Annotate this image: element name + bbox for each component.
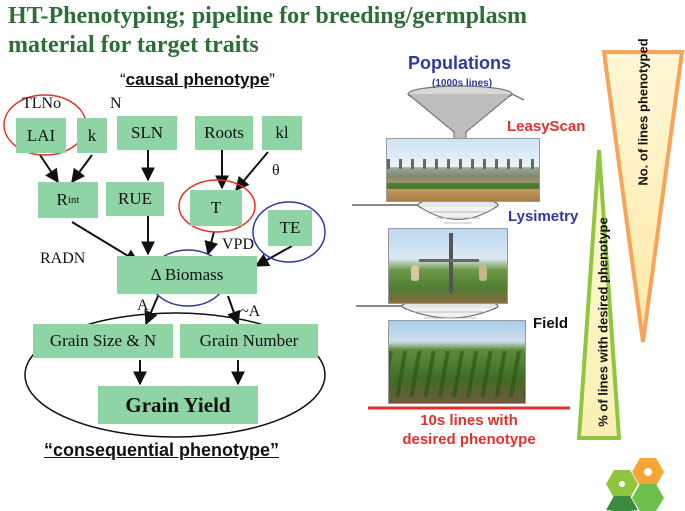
triangle-lines-label: No. of lines phenotyped <box>635 38 651 186</box>
field-photo <box>388 320 526 404</box>
triangle-percent-desired <box>576 149 622 440</box>
label-tilde-a: ~A <box>240 303 261 320</box>
box-lai: LAI <box>16 118 66 153</box>
label-radn: RADN <box>40 250 86 267</box>
triangle-percent-label: % of lines with desired phenotype <box>595 217 611 427</box>
arrow-biomass-grainsize <box>144 295 159 326</box>
label-n: N <box>110 95 122 112</box>
grain-ellipse <box>24 312 326 438</box>
causal-phenotype-text: causal phenotype <box>125 70 270 89</box>
result-label: 10s lines with desired phenotype <box>402 412 536 448</box>
title-line-2: material for target traits <box>8 32 259 58</box>
arrow-kl-t <box>235 151 269 192</box>
lysimetry-photo <box>388 228 508 304</box>
arrow-te-biomass <box>254 245 293 267</box>
label-a: A <box>137 297 149 314</box>
lysimetry-label: Lysimetry <box>508 208 579 225</box>
blue-circle-te <box>252 201 326 263</box>
box-grain-yield: Grain Yield <box>98 386 258 424</box>
box-k: k <box>77 118 107 153</box>
institute-logo <box>606 458 664 511</box>
leasyscan-photo <box>386 138 540 202</box>
box-t: T <box>190 190 242 226</box>
arrow-lai-rint <box>39 154 59 184</box>
box-roots: Roots <box>195 116 253 150</box>
box-biomass: Δ Biomass <box>117 256 257 294</box>
populations-label: Populations <box>408 53 511 73</box>
populations-sub-label: (1000s lines) <box>432 78 493 89</box>
arrow-t-biomass <box>204 231 219 256</box>
arrow-biomass-grainnumber <box>227 295 241 326</box>
label-theta: θ <box>272 162 280 179</box>
triangle-lines-phenotyped <box>601 50 685 343</box>
title-line-1: HT-Phenotyping; pipeline for breeding/ge… <box>8 3 527 29</box>
box-sln: SLN <box>117 116 177 150</box>
box-kl: kl <box>262 116 302 150</box>
page-title: HT-Phenotyping; pipeline for breeding/ge… <box>8 2 608 60</box>
funnel-icon <box>407 85 525 151</box>
field-label: Field <box>533 315 569 332</box>
consequential-phenotype-heading: “consequential phenotype” <box>44 440 280 460</box>
label-tlno: TLNo <box>22 95 62 112</box>
box-grain-number: Grain Number <box>180 324 318 358</box>
box-te: TE <box>268 210 312 246</box>
causal-phenotype-heading: “causal phenotype” <box>120 70 275 89</box>
arrow-k-rint <box>71 154 93 184</box>
red-circle-t <box>178 179 256 233</box>
box-grain-size: Grain Size & N <box>33 324 173 358</box>
leasyscan-label: LeasyScan <box>507 118 586 135</box>
label-vpd: VPD <box>222 236 255 253</box>
box-rue: RUE <box>106 182 164 216</box>
arrow-rint-biomass <box>71 221 140 263</box>
